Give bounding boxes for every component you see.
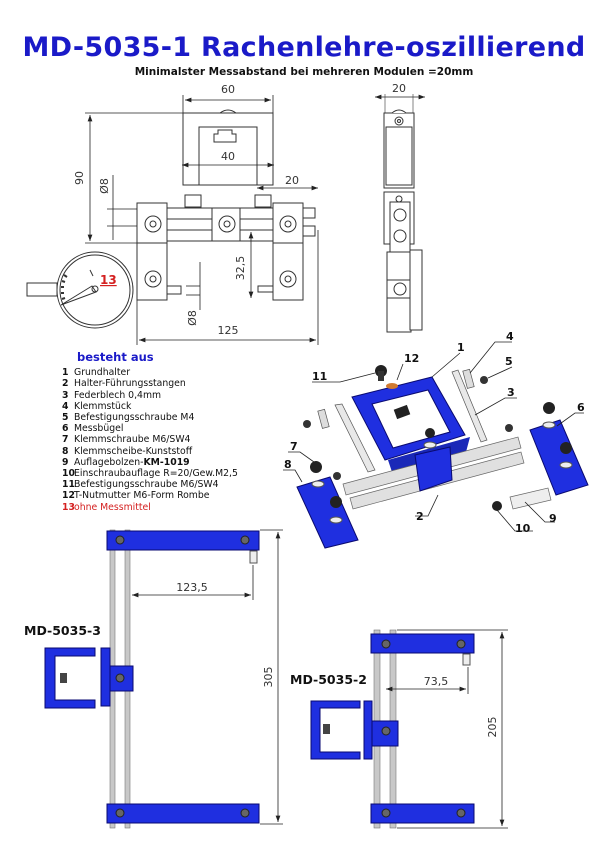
svg-text:Ø8: Ø8 [98,178,111,194]
variant-2-drawing: 73,5 205 [310,629,508,829]
variant-2-height: 205 [486,717,499,738]
callout-1: 1 [457,341,465,354]
callout-10: 10 [515,522,531,535]
callout-11: 11 [312,370,327,383]
callout-4: 4 [506,330,514,343]
callout-13: 13 [100,273,117,287]
drawing-title: MD-5035-1 Rachenlehre-oszillierend [22,32,586,63]
variant-3-reach: 123,5 [176,581,208,594]
parts-list-heading: besteht aus [77,350,154,364]
callout-3: 3 [507,386,515,399]
parts-list-item: 12T-Nutmutter M6-Form Rombe [62,490,210,502]
svg-text:20: 20 [285,174,299,187]
drawing-subtitle: Minimalster Messabstand bei mehreren Mod… [134,66,474,78]
variant-3-height: 305 [262,667,275,688]
parts-list-item: 11Befestigungsschraube M6/SW4 [62,479,219,491]
callout-9: 9 [549,512,557,525]
variant-2-reach: 73,5 [424,675,449,688]
callout-6: 6 [577,401,585,414]
exploded-view: 1 2 3 4 5 6 7 8 9 10 11 12 [283,330,589,549]
svg-text:90: 90 [73,171,86,185]
front-view [26,95,319,345]
callout-8: 8 [284,458,292,471]
svg-text:60: 60 [221,83,235,96]
svg-text:Ø8: Ø8 [186,310,199,326]
variant-3-drawing: 123,5 305 [44,529,283,829]
callout-5: 5 [505,355,513,368]
svg-text:40: 40 [221,150,235,163]
front-view-dimensions: 60 40 90 Ø8 20 Ø8 32,5 125 13 [73,83,299,337]
callout-2: 2 [416,510,424,523]
parts-list-item: 10Einschraubauflage R=20/Gew.M2,5 [62,468,238,480]
callout-7: 7 [290,440,298,453]
callout-12: 12 [404,352,419,365]
side-width-dim: 20 [392,82,406,95]
svg-text:32,5: 32,5 [234,256,247,281]
variant-3-label: MD-5035-3 [24,623,101,638]
variant-2-label: MD-5035-2 [290,672,367,687]
parts-list-item-highlight: 13ohne Messmittel [62,501,151,513]
side-view [375,94,425,333]
svg-text:125: 125 [218,324,239,337]
